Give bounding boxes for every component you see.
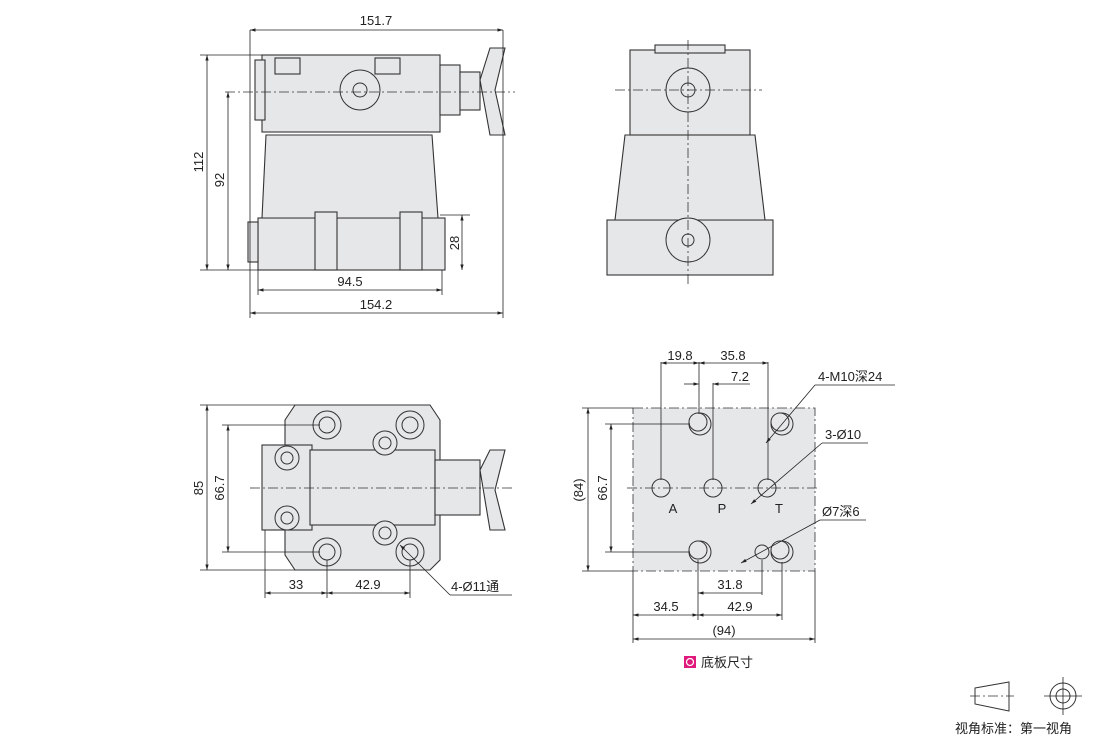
port-t-label: T — [775, 501, 783, 516]
dim-width-total: 154.2 — [360, 297, 393, 312]
dim-height-ref: (84) — [571, 478, 586, 501]
dim-42-9: 42.9 — [355, 577, 380, 592]
dim-height-total: 112 — [191, 152, 206, 173]
dim-35-8: 35.8 — [720, 348, 745, 363]
mounting-holes — [274, 410, 425, 567]
dim-31-8: 31.8 — [717, 577, 742, 592]
dim-7-2: 7.2 — [731, 369, 749, 384]
base-plate-caption: 底板尺寸 — [701, 655, 753, 670]
dim-height-center: 92 — [212, 173, 227, 187]
dim-depth: 85 — [191, 481, 206, 495]
dim-hole-pitch: 66.7 — [212, 475, 227, 500]
dim-width-top: 151.7 — [360, 13, 393, 28]
port-note: 3-Ø10 — [825, 427, 861, 442]
front-view — [606, 40, 774, 285]
dim-base-height: 28 — [447, 236, 462, 250]
dim-42-9-plate: 42.9 — [727, 599, 752, 614]
base-plate-view: A P T 19.8 35.8 7.2 4-M10深24 3-Ø10 Ø7深6 … — [571, 348, 895, 670]
holes-note: 4-Ø11通 — [451, 579, 499, 594]
dim-19-8: 19.8 — [667, 348, 692, 363]
pin-note: Ø7深6 — [822, 504, 860, 519]
dim-hole-pitch-plate: 66.7 — [595, 475, 610, 500]
projection-label: 视角标准：第一视角 — [955, 721, 1072, 736]
first-angle-projection-icon — [970, 677, 1082, 715]
port-a-label: A — [669, 501, 678, 516]
caption-marker-icon — [684, 656, 696, 668]
thread-note: 4-M10深24 — [818, 369, 882, 384]
dim-base-holes: 94.5 — [337, 274, 362, 289]
port-p-label: P — [718, 501, 727, 516]
side-view: 151.7 112 92 28 94.5 154.2 — [191, 13, 515, 318]
top-view: 85 66.7 33 42.9 4-Ø11通 — [191, 404, 515, 598]
dim-34-5: 34.5 — [653, 599, 678, 614]
dim-width-ref: (94) — [712, 623, 735, 638]
dim-33: 33 — [289, 577, 303, 592]
